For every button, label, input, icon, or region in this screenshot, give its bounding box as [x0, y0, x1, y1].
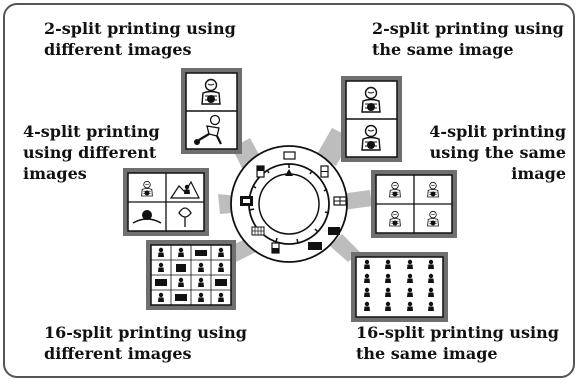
- panel-16-split-different: [146, 240, 236, 310]
- panel-2-split-different: [181, 68, 242, 154]
- mode-dial-icon: [230, 145, 348, 263]
- panel-2-split-same: [341, 76, 402, 162]
- panel-4-split-same: [371, 170, 457, 238]
- panel-4-split-different: [123, 168, 209, 236]
- panel-16-split-same: [351, 252, 448, 322]
- person-kicking-icon: [194, 114, 222, 145]
